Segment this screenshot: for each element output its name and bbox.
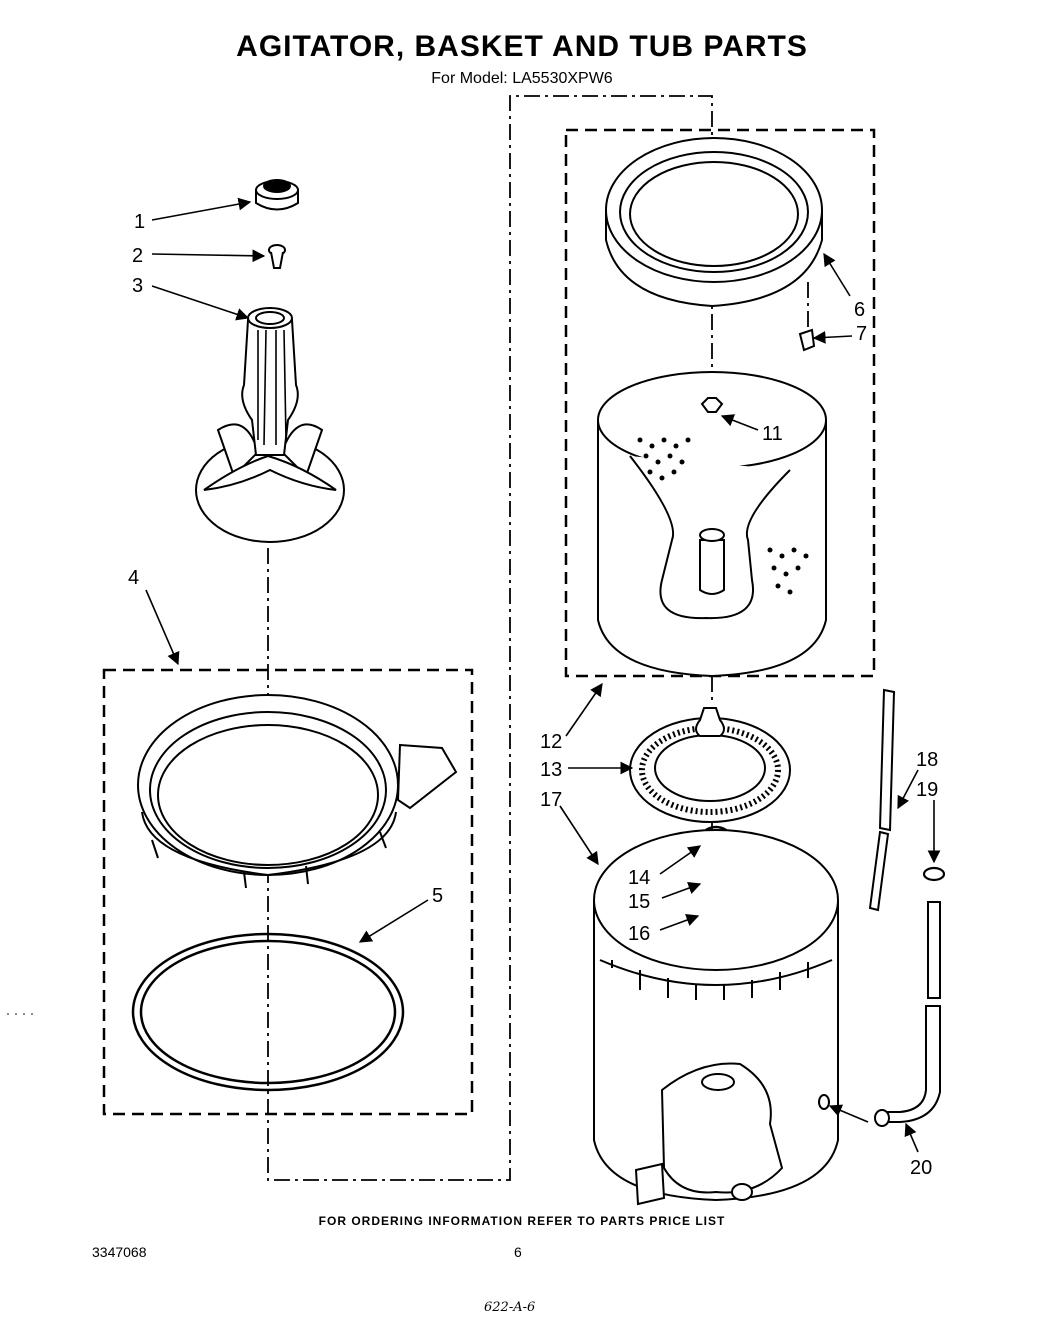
hose-part	[868, 688, 896, 912]
ordering-footer: FOR ORDERING INFORMATION REFER TO PARTS …	[318, 1214, 726, 1228]
model-subtitle: For Model: LA5530XPW6	[431, 70, 613, 87]
callout-18: 18	[916, 749, 938, 771]
page-number: 6	[514, 1244, 522, 1260]
page-title: AGITATOR, BASKET AND TUB PARTS	[236, 30, 808, 63]
callout-labels: 1 2 3 4 5 6 7 11 12 13 17 14 15 16 18 19…	[128, 211, 938, 1179]
callout-2: 2	[132, 245, 143, 267]
outer-tub-part	[593, 829, 839, 1206]
plug-part	[268, 244, 286, 269]
callout-17: 17	[540, 789, 562, 811]
callout-13: 13	[540, 759, 562, 781]
callout-15: 15	[628, 891, 650, 913]
callout-14: 14	[628, 867, 650, 889]
agitator-part	[195, 307, 345, 543]
callout-11: 11	[762, 423, 783, 445]
callout-5: 5	[432, 885, 443, 907]
callout-6: 6	[854, 299, 865, 321]
handwritten-note: 622-A-6	[484, 1300, 536, 1315]
basket-ring-part	[605, 137, 823, 308]
edge-marks	[7, 1013, 33, 1015]
agitator-cap-part	[255, 179, 299, 211]
callout-19: 19	[916, 779, 938, 801]
callout-leaders	[145, 197, 941, 1153]
callout-20: 20	[910, 1157, 932, 1179]
spin-basket-part	[597, 371, 827, 678]
document-number: 3347068	[92, 1244, 147, 1260]
clip-part	[798, 328, 816, 352]
balance-ring-part	[137, 694, 458, 889]
callout-7: 7	[856, 323, 867, 345]
seal-ring-part	[131, 932, 405, 1092]
group-box-ring	[102, 668, 474, 1116]
callout-1: 1	[134, 211, 145, 233]
hub-plate-part	[629, 707, 791, 823]
callout-12: 12	[540, 731, 562, 753]
callout-4: 4	[128, 567, 139, 589]
drain-hose-part	[874, 901, 941, 1127]
basket-perforations	[637, 437, 809, 595]
callout-16: 16	[628, 923, 650, 945]
hose-clamp-part	[922, 866, 946, 882]
callout-3: 3	[132, 275, 143, 297]
